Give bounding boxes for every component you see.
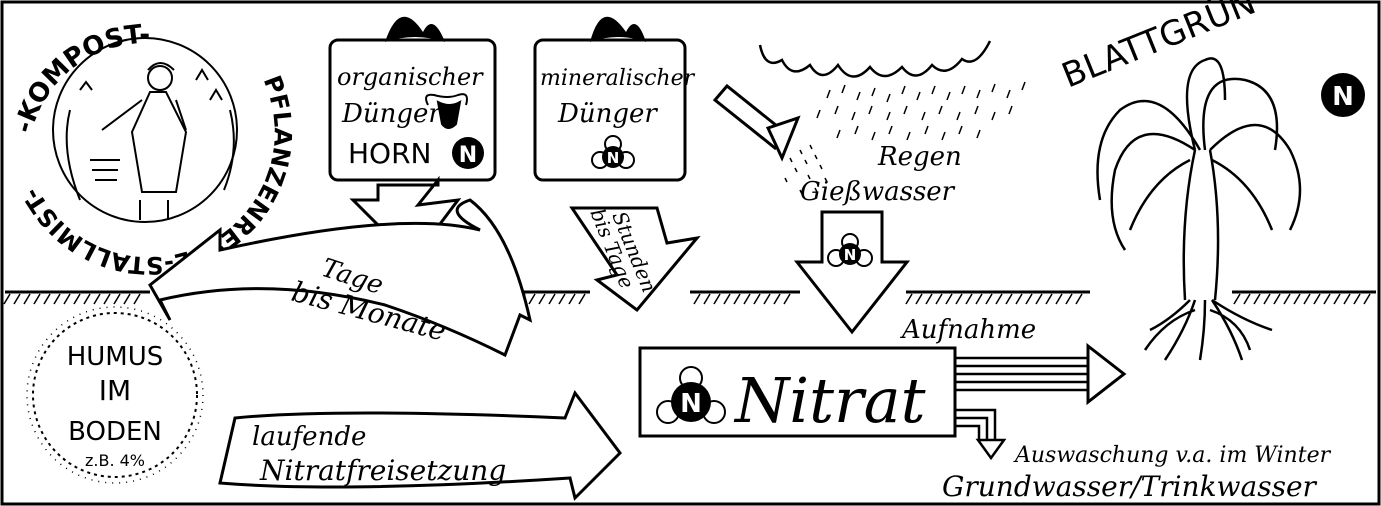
bull-head-icon [425, 93, 468, 129]
organic-line1: organischer [337, 63, 484, 91]
mineral-n-badge: N [607, 149, 620, 167]
plant-label: BLATTGRÜN [1056, 0, 1261, 96]
organic-n-badge-icon [452, 137, 484, 169]
ground-hatching [3, 293, 1371, 305]
mineral-line1: mineralischer [540, 66, 696, 91]
uptake-label: Aufnahme [900, 315, 1036, 345]
leaching-arrow [955, 408, 1007, 461]
compost-top-text: -KOMPOST- [9, 20, 150, 137]
watering-can-icon [712, 83, 801, 162]
continuous-release-arrow [218, 389, 622, 501]
rain-down-arrow [793, 210, 911, 335]
uptake-arrow [955, 342, 1127, 406]
humus-line1: HUMUS [67, 342, 164, 372]
release-2: Nitratfreisetzung [259, 454, 506, 487]
organic-fertilizer-box: organischer Dünger HORN N [328, 16, 497, 182]
release-1: laufende [252, 422, 366, 452]
rain-drops-icon [816, 81, 1026, 141]
humus-line3: BODEN [68, 417, 162, 447]
nitrate-box: N Nitrat [638, 346, 957, 438]
rain-line2: Gießwasser [800, 177, 956, 207]
spray-dots-icon [784, 144, 828, 195]
plant-n-badge: N [1332, 82, 1354, 112]
humus-line4: z.B. 4% [85, 451, 145, 470]
plant-n-badge-icon [1321, 73, 1365, 117]
mineral-line2: Dünger [557, 99, 658, 129]
organic-n-badge: N [459, 143, 477, 168]
gardener-illustration [65, 62, 235, 220]
compost-circle: -KOMPOST- PFLANZENRESTE-STALLMIST- [9, 20, 297, 280]
mineral-fertilizer-box: mineralischer Dünger N [533, 16, 696, 182]
organic-line3: HORN [348, 137, 432, 170]
nitrate-n-badge: N [680, 389, 702, 419]
rain-line1: Regen [877, 142, 962, 172]
plant-illustration [1096, 57, 1302, 361]
mineral-down-arrow [569, 206, 701, 313]
nitrate-molecule-icon [656, 366, 726, 424]
bag-tie-icon-2 [590, 16, 646, 42]
humus-circle [26, 306, 204, 484]
bag-tie-icon [385, 16, 445, 42]
humus-line2: IM [99, 374, 131, 407]
rain-cloud-icon [758, 40, 992, 78]
rain-nitrate-molecule-icon [827, 233, 873, 267]
rain-n-badge: N [844, 246, 857, 264]
leaching-line1: Auswaschung v.a. im Winter [1013, 443, 1332, 468]
organic-down-arrow [349, 175, 462, 263]
leaching-line2: Grundwasser/Trinkwasser [942, 470, 1318, 503]
nitrate-label: Nitrat [733, 364, 926, 437]
organic-release-arrow [148, 198, 533, 358]
organic-line2: Dünger [341, 99, 442, 129]
mineral-nitrate-molecule-icon [591, 135, 635, 169]
